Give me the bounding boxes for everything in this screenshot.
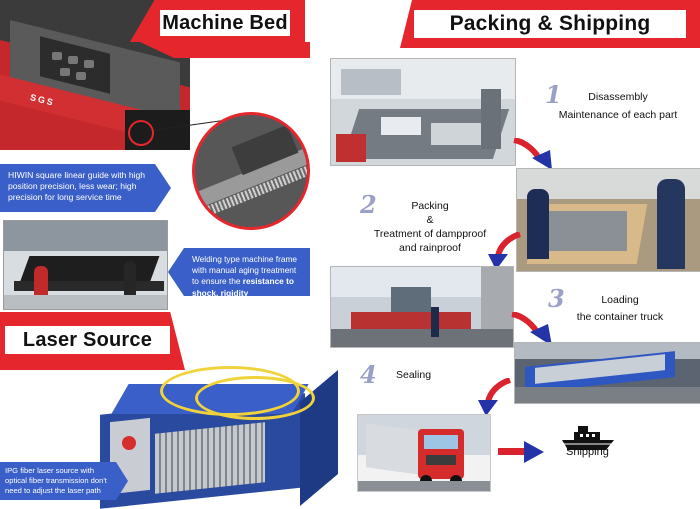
- linear-guide-caption: HIWIN square linear guide with high posi…: [0, 164, 155, 212]
- flow-arrow-3: [510, 312, 556, 348]
- step-3-number: 3: [548, 284, 565, 313]
- step-4-label: Sealing: [396, 369, 432, 381]
- loading-photo: [330, 266, 514, 348]
- step-2-number: 2: [360, 190, 377, 219]
- step-1-number: 1: [545, 80, 562, 109]
- flow-arrow-4: [474, 378, 514, 418]
- welding-frame-photo: [3, 220, 168, 310]
- laser-source-caption: IPG fiber laser source with optical fibe…: [0, 462, 116, 500]
- laser-source-device: [100, 366, 340, 509]
- linear-guide-zoom-circle: [192, 112, 310, 230]
- laser-source-title-box: Laser Source: [5, 326, 170, 354]
- packing-title-box: Packing & Shipping: [414, 10, 686, 38]
- shipping-label: Shipping: [566, 446, 609, 458]
- flow-arrow-1: [512, 138, 558, 172]
- machine-bed-title-box: Machine Bed: [160, 10, 290, 36]
- sealing-photo: [514, 342, 700, 404]
- flow-arrow-2: [484, 232, 524, 272]
- step-1-label: Disassembly Maintenance of each part: [558, 91, 678, 121]
- flow-arrow-5: [498, 440, 544, 464]
- welding-frame-caption: Welding type machine frame with manual a…: [184, 248, 310, 298]
- packing-photo: [516, 168, 700, 272]
- ship-icon: [560, 422, 620, 457]
- step-3-label: Loading the container truck: [576, 294, 664, 323]
- laser-source-title: Laser Source: [22, 328, 153, 351]
- laser-caption-arrowhead: [116, 462, 128, 500]
- zoom-circle-small: [128, 120, 154, 146]
- caption-guide-arrowhead: [155, 164, 171, 212]
- step-4-number: 4: [360, 360, 377, 389]
- disassembly-photo: [330, 58, 516, 166]
- truck-photo: [357, 414, 491, 492]
- packing-title: Packing & Shipping: [449, 12, 651, 35]
- machine-bed-title: Machine Bed: [162, 11, 288, 34]
- caption-frame-arrowhead: [168, 248, 184, 296]
- step-2-label: Packing & Treatment of dampproof and rai…: [373, 200, 487, 254]
- machine-bed-banner-bottom: [140, 42, 310, 58]
- caption-frame-bold: resistance to shock, rigidity: [192, 276, 294, 298]
